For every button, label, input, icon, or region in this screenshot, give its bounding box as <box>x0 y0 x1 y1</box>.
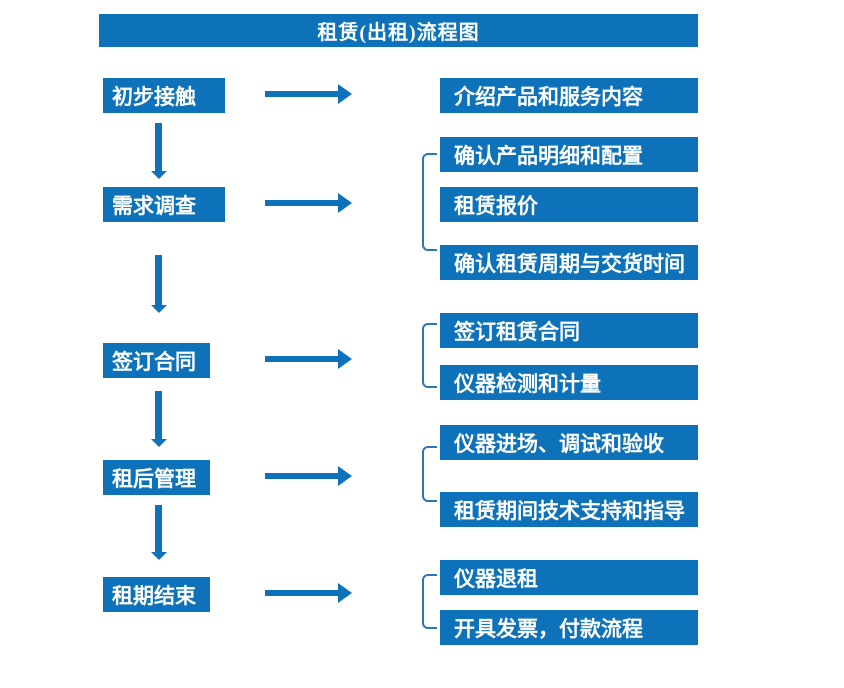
arrow-head <box>338 466 352 486</box>
arrow-right-icon <box>265 466 352 486</box>
arrow-down-icon <box>151 391 167 447</box>
detail-box-instrument-return: 仪器退租 <box>440 560 698 595</box>
arrow-shaft <box>265 590 339 596</box>
arrow-head <box>151 552 167 560</box>
detail-box-instrument-testing: 仪器检测和计量 <box>440 365 698 400</box>
arrow-head <box>151 171 167 179</box>
arrow-head <box>338 349 352 369</box>
arrow-head <box>151 439 167 447</box>
detail-box-rental-quote: 租赁报价 <box>440 187 698 222</box>
bracket-icon <box>422 574 437 629</box>
flowchart-title: 租赁(出租)流程图 <box>99 14 698 47</box>
arrow-right-icon <box>265 193 352 213</box>
detail-box-invoice-payment: 开具发票，付款流程 <box>440 610 698 645</box>
bracket-icon <box>422 446 437 502</box>
arrow-down-icon <box>151 255 167 313</box>
step-box-initial-contact: 初步接触 <box>103 78 225 113</box>
arrow-shaft <box>155 255 162 305</box>
detail-box-sign-rental-contract: 签订租赁合同 <box>440 313 698 348</box>
arrow-shaft <box>155 123 162 171</box>
step-box-rental-end: 租期结束 <box>103 577 210 612</box>
bracket-icon <box>422 323 437 388</box>
detail-box-instrument-setup: 仪器进场、调试和验收 <box>440 425 698 460</box>
arrow-shaft <box>265 91 339 97</box>
detail-box-confirm-details: 确认产品明细和配置 <box>440 137 698 172</box>
bracket-icon <box>422 153 437 251</box>
arrow-right-icon <box>265 84 352 104</box>
arrow-right-icon <box>265 583 352 603</box>
arrow-shaft <box>265 473 339 479</box>
arrow-down-icon <box>151 123 167 179</box>
arrow-right-icon <box>265 349 352 369</box>
detail-box-introduce-products: 介绍产品和服务内容 <box>440 78 698 113</box>
arrow-shaft <box>155 391 162 439</box>
arrow-head <box>338 583 352 603</box>
step-box-sign-contract: 签订合同 <box>103 343 210 378</box>
detail-box-confirm-period: 确认租赁周期与交货时间 <box>440 245 698 280</box>
step-box-post-rental-management: 租后管理 <box>103 460 210 495</box>
arrow-down-icon <box>151 505 167 560</box>
arrow-shaft <box>265 200 339 206</box>
arrow-shaft <box>155 505 162 552</box>
step-box-demand-survey: 需求调查 <box>103 187 225 222</box>
arrow-shaft <box>265 356 339 362</box>
detail-box-tech-support: 租赁期间技术支持和指导 <box>440 492 698 527</box>
arrow-head <box>338 193 352 213</box>
arrow-head <box>151 305 167 313</box>
arrow-head <box>338 84 352 104</box>
